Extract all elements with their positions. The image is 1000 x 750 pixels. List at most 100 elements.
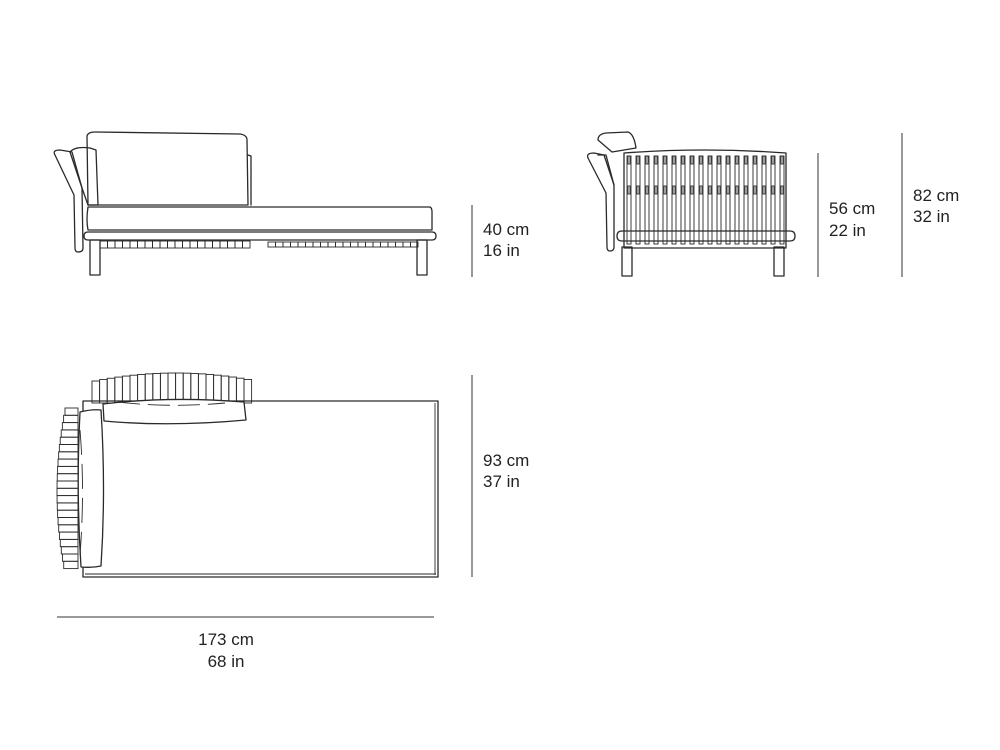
- weave-strand: [114, 376, 123, 404]
- slat-notch: [663, 155, 667, 165]
- width-cm: 173 cm: [198, 630, 254, 649]
- weave-strand: [365, 241, 374, 248]
- weave-strand: [197, 240, 206, 249]
- side-armrest: [586, 152, 615, 252]
- weave-strand: [63, 560, 79, 570]
- weave-strand: [159, 372, 169, 404]
- total-height-in: 32 in: [913, 207, 950, 226]
- weave-strand: [56, 473, 79, 482]
- total-height-cm: 82 cm: [913, 186, 959, 205]
- slat-notch: [690, 185, 694, 195]
- weave-strand: [410, 241, 419, 248]
- slat-notch: [690, 155, 694, 165]
- weave-strand: [335, 241, 344, 248]
- slat-notch: [717, 185, 721, 195]
- weave-strand: [387, 241, 396, 248]
- weave-strand: [129, 374, 139, 404]
- weave-strand: [395, 241, 404, 248]
- slat-notch: [771, 185, 775, 195]
- slat-notch: [735, 185, 739, 195]
- slat-notch: [726, 185, 730, 195]
- slat-notch: [762, 185, 766, 195]
- seat-height-cm: 56 cm: [829, 199, 875, 218]
- slat-notch: [672, 155, 676, 165]
- weave-strand: [305, 241, 314, 248]
- weave-strand: [312, 241, 321, 248]
- weave-strand: [114, 240, 123, 249]
- weave-strand: [197, 373, 207, 404]
- weave-strand: [59, 436, 79, 445]
- side-view: 56 cm 22 in 82 cm 32 in: [586, 131, 959, 277]
- weave-strand: [235, 377, 245, 404]
- back-frame: [247, 154, 252, 206]
- slat-notch: [672, 185, 676, 195]
- seat-outline: [82, 400, 439, 578]
- slat-notch: [726, 155, 730, 165]
- side-leg-left: [621, 246, 633, 277]
- weave-strand: [56, 495, 79, 504]
- weave-strand: [56, 502, 79, 511]
- weave-strand: [137, 240, 146, 249]
- slat-notch: [762, 155, 766, 165]
- weave-strand: [220, 375, 230, 404]
- front-height-in: 16 in: [483, 241, 520, 260]
- weave-strand: [228, 376, 237, 404]
- weave-strand: [174, 240, 183, 249]
- slat-notch: [636, 155, 640, 165]
- weave-strand: [342, 241, 351, 248]
- weave-strand: [204, 240, 213, 249]
- weave-strand: [57, 509, 79, 518]
- weave-strand: [106, 377, 116, 404]
- weave-strand: [234, 240, 243, 249]
- weave-strand: [205, 373, 215, 404]
- slat-notch: [681, 155, 685, 165]
- front-view: 40 cm 16 in: [53, 131, 529, 277]
- back-cushion: [86, 131, 249, 206]
- front-height-cm: 40 cm: [483, 220, 529, 239]
- back-cushion-seam: [117, 401, 226, 406]
- slat-notch: [744, 185, 748, 195]
- weave-strand: [175, 372, 184, 404]
- weave-strand: [357, 241, 366, 248]
- seat-height-in: 22 in: [829, 221, 866, 240]
- weave-strand: [91, 380, 101, 404]
- weave-strand: [213, 374, 222, 404]
- weave-strand: [144, 240, 153, 249]
- back-panel: [623, 149, 787, 249]
- slat-notch: [744, 155, 748, 165]
- weave-strand: [219, 240, 228, 249]
- weave-strand: [129, 240, 138, 249]
- weave-strand: [107, 240, 116, 249]
- weave-strand: [372, 241, 381, 248]
- slat-notch: [654, 185, 658, 195]
- slat-notch: [780, 155, 784, 165]
- arm-weave-top: [56, 407, 79, 570]
- seat-cushion: [86, 206, 433, 231]
- weave-strand: [327, 241, 336, 248]
- slat-notch: [663, 185, 667, 195]
- weave-strand: [61, 422, 79, 431]
- weave-strand: [58, 531, 79, 540]
- slat-notch: [708, 155, 712, 165]
- side-armrest-pad: [597, 154, 615, 186]
- weave-strand: [275, 241, 284, 248]
- weave-strand: [56, 480, 79, 489]
- weave-strand: [144, 373, 154, 404]
- weave-strand: [320, 241, 329, 248]
- slat-notch: [681, 185, 685, 195]
- back-cushion-top: [102, 398, 247, 425]
- weave-strand: [57, 458, 79, 467]
- slat-notch: [627, 185, 631, 195]
- weave-strand: [64, 407, 79, 416]
- arm-cushion-top: [77, 409, 105, 568]
- front-weave: [99, 240, 419, 249]
- weave-strand: [227, 240, 236, 249]
- weave-strand: [152, 373, 161, 404]
- weave-strand: [58, 444, 79, 453]
- slat-notch: [708, 185, 712, 195]
- weave-strand: [63, 414, 79, 424]
- weave-strand: [182, 240, 191, 249]
- slat-notch: [645, 185, 649, 195]
- weave-strand: [99, 379, 108, 404]
